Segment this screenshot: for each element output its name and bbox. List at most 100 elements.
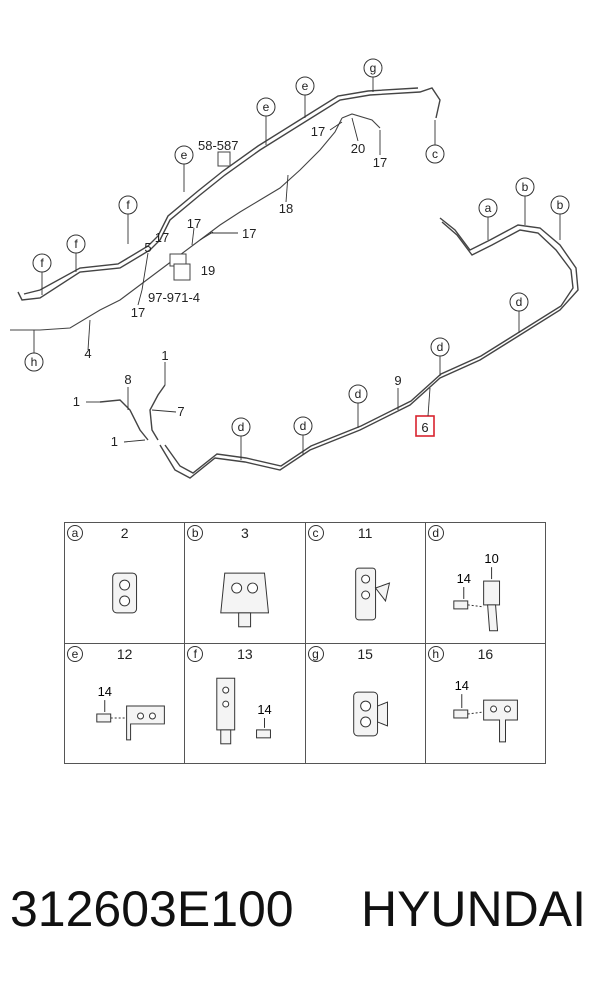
svg-text:14: 14	[258, 701, 272, 716]
callout-7: 7	[177, 404, 184, 419]
clip-letter: h	[427, 645, 444, 662]
ref-97-971-4: 97-971-4	[148, 290, 200, 305]
svg-text:d: d	[355, 387, 362, 401]
clip-a-icon	[112, 572, 138, 614]
marker-d-4: d	[293, 416, 313, 455]
clip-letter: e	[67, 645, 83, 662]
svg-text:e: e	[302, 79, 309, 93]
svg-text:14: 14	[98, 684, 112, 699]
svg-text:b: b	[557, 198, 564, 212]
callout-20: 20	[351, 141, 365, 156]
upper-fuel-line-2	[23, 87, 419, 295]
marker-g: g	[363, 58, 383, 92]
clip-h-icon: 14	[453, 678, 518, 742]
marker-e-2: e	[256, 97, 276, 145]
clip-cell-f: f 13 14	[184, 642, 306, 764]
clip-part-number: 13	[237, 645, 253, 662]
callout-1-a: 1	[73, 394, 80, 409]
svg-text:a: a	[485, 201, 492, 215]
marker-d-3: d	[348, 384, 368, 428]
callout-17-f: 17	[373, 155, 387, 170]
footer: 312603E100 HYUNDAI	[0, 880, 600, 950]
clip-part-number: 11	[357, 525, 373, 541]
callout-17-d: 17	[131, 305, 145, 320]
marker-c: c	[425, 120, 445, 164]
svg-text:d: d	[238, 420, 245, 434]
svg-text:14: 14	[454, 678, 468, 693]
clip-cell-c: c 11	[304, 522, 426, 644]
clip-c-icon	[354, 567, 390, 621]
callout-6-highlight	[415, 415, 435, 437]
marker-b-1: b	[515, 177, 535, 225]
marker-e-3: e	[174, 145, 194, 192]
clip-part-number: 15	[357, 645, 373, 662]
ref-58-587: 58-587	[198, 138, 238, 153]
callout-8: 8	[124, 372, 131, 387]
svg-text:b: b	[522, 180, 529, 194]
clip-cell-h: h 16 14	[424, 642, 547, 764]
callout-18: 18	[279, 201, 293, 216]
callout-9: 9	[394, 373, 401, 388]
svg-text:d: d	[300, 419, 307, 433]
callout-17-e: 17	[311, 124, 325, 139]
marker-d-1: d	[509, 292, 529, 333]
callout-17-a: 17	[155, 230, 169, 245]
svg-text:10: 10	[484, 551, 498, 566]
clip-58-587	[217, 151, 231, 167]
callout-17-b: 17	[187, 216, 201, 231]
svg-text:f: f	[126, 198, 130, 212]
clip-letter: b	[187, 525, 204, 541]
upper-fuel-line	[17, 87, 441, 301]
clip-letter: g	[307, 645, 324, 662]
svg-text:e: e	[263, 100, 270, 114]
svg-text:d: d	[516, 295, 523, 309]
marker-d-5: d	[231, 417, 251, 460]
clip-f-icon: 14	[216, 677, 272, 744]
clip-part-number: 16	[477, 645, 494, 662]
svg-text:f: f	[40, 256, 44, 270]
callout-19: 19	[201, 263, 215, 278]
marker-f-2: f	[66, 234, 86, 272]
svg-text:14: 14	[456, 571, 470, 586]
part-number: 312603E100	[10, 881, 294, 937]
callout-1-c: 1	[111, 434, 118, 449]
svg-text:f: f	[74, 237, 78, 251]
clip-letter: d	[427, 525, 444, 541]
clip-e-icon: 14	[96, 684, 165, 740]
lower-fuel-line	[159, 217, 579, 479]
marker-f-3: f	[32, 253, 52, 295]
callout-4: 4	[84, 346, 91, 361]
clip-part-number: 12	[116, 645, 133, 662]
hose-8	[99, 399, 149, 441]
marker-b-2: b	[550, 195, 570, 240]
bracket	[173, 263, 191, 281]
clip-letter: a	[67, 525, 83, 541]
clip-cell-d: d 14 10	[424, 522, 547, 644]
clip-letter: f	[187, 645, 204, 662]
callout-1-b: 1	[161, 348, 168, 363]
clip-g-icon	[352, 691, 388, 736]
svg-text:c: c	[432, 147, 438, 161]
callout-6: 6	[421, 420, 428, 435]
fuel-line-diagram: g e e e f f f h c a b b d d d d d e d 1 …	[10, 58, 579, 479]
marker-a: a	[478, 198, 498, 240]
brand-name: HYUNDAI	[360, 881, 586, 937]
svg-text:h: h	[31, 355, 38, 369]
marker-f-1: f	[118, 195, 138, 244]
clip-cell-g: g 15	[304, 642, 426, 764]
svg-text:d: d	[437, 340, 444, 354]
clip-part-number: 2	[120, 525, 129, 541]
clip-part-number: 3	[240, 525, 249, 541]
clip-d-icon: 14 10	[453, 551, 500, 632]
vapor-line-top	[341, 113, 381, 129]
callout-17-c: 17	[242, 226, 256, 241]
marker-d-2: d	[430, 337, 450, 376]
clip-letter: c	[307, 525, 324, 541]
callout-5: 5	[144, 240, 151, 255]
svg-text:g: g	[370, 61, 377, 75]
lower-fuel-line-2	[164, 221, 574, 474]
clip-cell-e: e 12 14	[63, 642, 186, 764]
